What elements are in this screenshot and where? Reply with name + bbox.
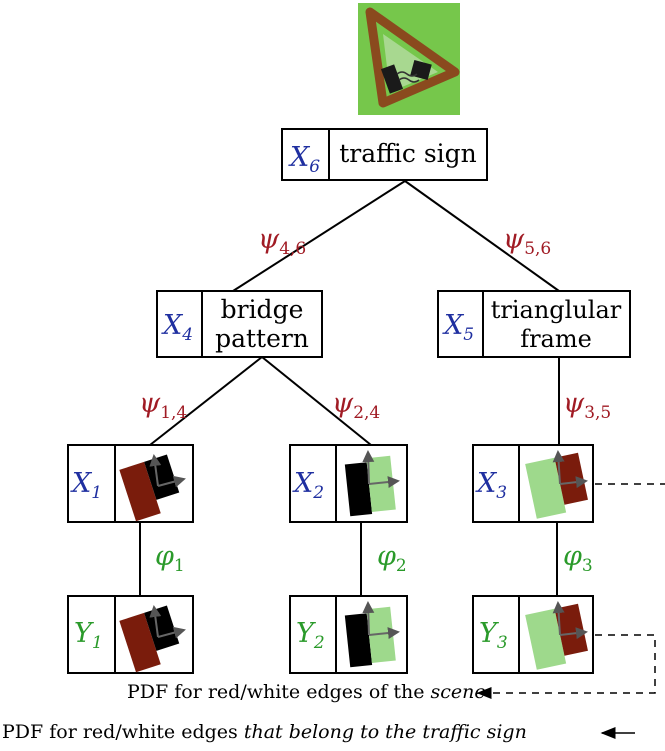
node-y1-var: Y1 (74, 618, 103, 653)
caption-scene-emph: scene (430, 681, 486, 703)
node-x4-label-line2: pattern (215, 324, 309, 353)
node-x5-label-line1: trianglular (491, 296, 622, 324)
potential-psi-3-5: ψ3,5 (563, 388, 611, 423)
node-x5-var: X5 (442, 310, 474, 345)
node-x1: X1 (67, 444, 194, 523)
caption-sign-emph: that belong to the traffic sign (243, 721, 527, 743)
potential-psi-1-4: ψ1,4 (139, 388, 187, 423)
node-x6-var: X6 (288, 142, 320, 177)
node-y1: Y1 (67, 595, 194, 674)
edge-patch-icon (119, 605, 186, 673)
node-y2-var: Y2 (296, 618, 325, 653)
edge-x4-x1 (149, 356, 263, 446)
potential-psi-5-6: ψ5,6 (503, 224, 551, 259)
node-x3: X3 (472, 444, 594, 523)
node-x3-var: X3 (475, 468, 507, 503)
edge-x4-x2 (261, 356, 372, 446)
node-x5-label-line2: frame (520, 325, 592, 353)
node-y3-var: Y3 (479, 618, 508, 653)
dashed-connector-y3 (476, 634, 656, 699)
node-x2-var: X2 (292, 468, 324, 503)
node-x4: X4 bridge pattern (156, 290, 323, 358)
node-y3: Y3 (472, 595, 594, 674)
potential-phi-2: φ2 (377, 541, 407, 576)
node-y2: Y2 (289, 595, 408, 674)
node-x1-var: X1 (70, 468, 102, 503)
caption-scene: PDF for red/white edges of the scene (127, 681, 486, 703)
node-x4-var: X4 (161, 310, 193, 345)
node-x5: X5 trianglular frame (437, 290, 631, 358)
potential-phi-1: φ1 (155, 541, 185, 576)
bridge-warning-sign-photo-icon (358, 3, 460, 115)
potential-psi-4-6: ψ4,6 (258, 224, 306, 259)
caption-traffic-sign: PDF for red/white edges that belong to t… (2, 721, 527, 743)
node-x6: X6 traffic sign (281, 128, 488, 181)
edge-patch-icon (525, 601, 588, 670)
potential-phi-3: φ3 (563, 541, 593, 576)
edge-x6-x4 (232, 180, 406, 292)
caption-sign-prefix: PDF for red/white edges (2, 721, 244, 743)
edge-patch-icon (344, 450, 400, 517)
node-x6-label: traffic sign (339, 139, 477, 168)
edge-x6-x5 (404, 180, 560, 292)
caption-scene-prefix: PDF for red/white edges of the (127, 681, 431, 703)
edge-patch-icon (525, 450, 588, 519)
potential-psi-2-4: ψ2,4 (332, 388, 380, 423)
edge-patch-icon (344, 601, 400, 668)
node-x4-label-line1: bridge (221, 295, 304, 324)
node-x2: X2 (289, 444, 408, 523)
edge-patch-icon (119, 454, 186, 522)
